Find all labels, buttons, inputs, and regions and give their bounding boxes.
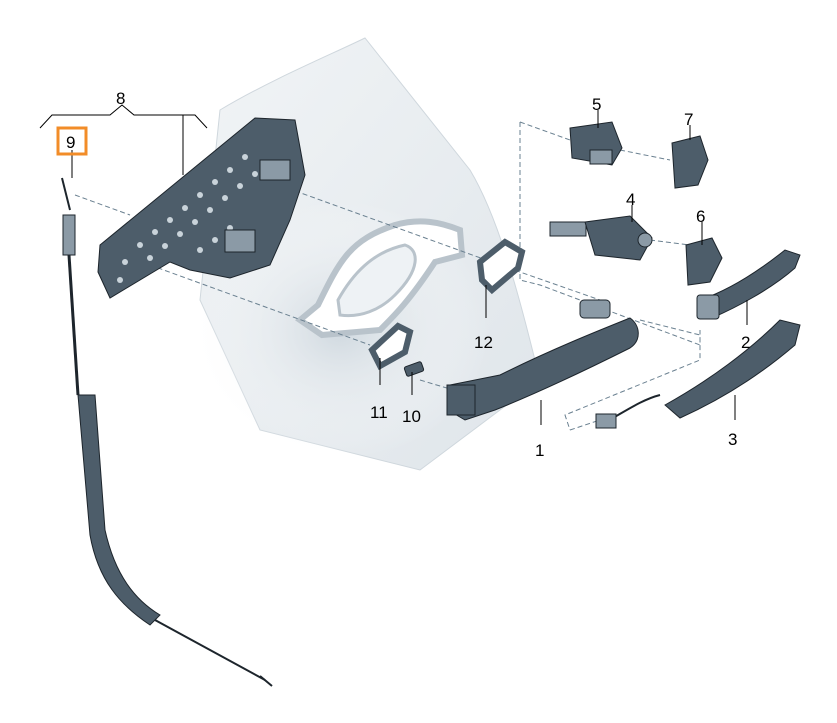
bowden-cable — [61, 177, 273, 687]
label-part-3: 3 — [728, 430, 737, 449]
lock-cylinder-4 — [549, 215, 653, 261]
handle-trim-2 — [696, 249, 801, 320]
label-part-7: 7 — [684, 110, 693, 129]
label-part-9: 9 — [66, 133, 75, 152]
gasket-12 — [476, 238, 526, 295]
label-part-6: 6 — [696, 207, 705, 226]
part-labels: 1 2 3 4 5 6 7 8 9 10 11 12 — [66, 89, 750, 460]
handle-cover-3 — [595, 319, 801, 429]
label-part-10: 10 — [402, 407, 421, 426]
leader-lines — [39, 104, 748, 425]
label-part-5: 5 — [592, 95, 601, 114]
cap-7 — [671, 135, 709, 189]
handle-recess — [295, 218, 466, 339]
label-part-11: 11 — [370, 403, 388, 422]
highlight-box-part-9 — [56, 126, 88, 156]
label-part-2: 2 — [741, 333, 750, 352]
lock-housing-5 — [569, 121, 623, 166]
label-part-4: 4 — [626, 190, 635, 209]
cap-6 — [685, 237, 723, 286]
label-part-8: 8 — [116, 89, 125, 108]
handle-carrier-bracket — [97, 117, 306, 299]
screw-10 — [403, 361, 425, 377]
label-part-1: 1 — [535, 441, 544, 460]
label-part-12: 12 — [474, 333, 493, 352]
door-handle-1 — [446, 299, 639, 421]
gasket-11 — [368, 322, 414, 371]
